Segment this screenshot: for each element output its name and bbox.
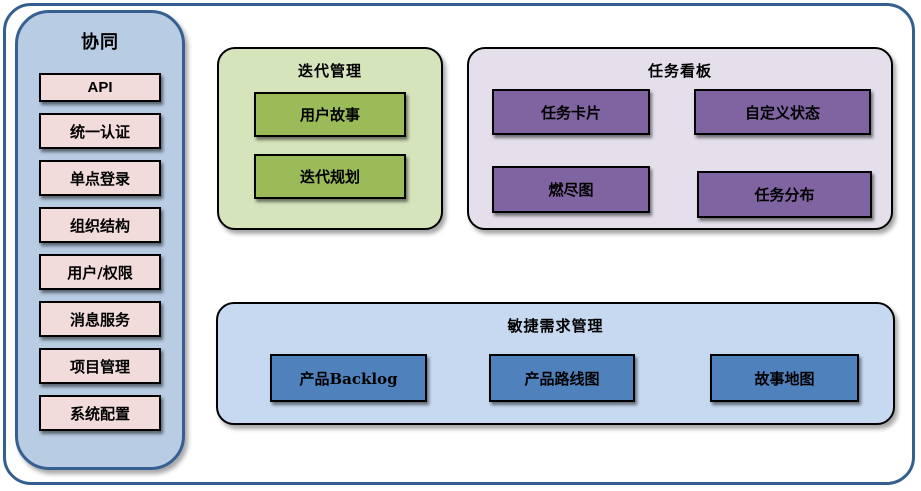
sidebar-box-unified-auth: 统一认证: [39, 113, 161, 149]
sidebar-box-system-config: 系统配置: [39, 395, 161, 431]
iteration-management-title: 迭代管理: [297, 63, 362, 80]
box-task-card: 任务卡片: [492, 89, 650, 135]
sidebar-box-org-structure: 组织结构: [39, 207, 161, 243]
collaboration-items: API 统一认证 单点登录 组织结构 用户/权限 消息服务 项目管理 系统配置: [18, 73, 182, 431]
collaboration-panel: 协同 API 统一认证 单点登录 组织结构 用户/权限 消息服务 项目管理 系统…: [15, 10, 185, 470]
outer-frame: [3, 3, 915, 485]
box-burndown-chart: 燃尽图: [492, 166, 650, 213]
box-custom-status: 自定义状态: [694, 89, 871, 135]
box-story-map: 故事地图: [710, 354, 859, 402]
box-iteration-planning: 迭代规划: [254, 154, 406, 199]
box-product-roadmap: 产品路线图: [489, 354, 635, 402]
box-product-backlog: 产品Backlog: [270, 354, 427, 402]
iteration-management-panel: 迭代管理 用户故事 迭代规划: [217, 47, 443, 230]
task-kanban-panel: 任务看板 任务卡片 自定义状态 燃尽图 任务分布: [467, 47, 893, 230]
task-kanban-title: 任务看板: [647, 63, 712, 80]
box-task-distribution: 任务分布: [697, 171, 872, 218]
agile-requirements-panel: 敏捷需求管理 产品Backlog 产品路线图 故事地图: [216, 302, 895, 425]
box-user-story: 用户故事: [254, 92, 406, 137]
collaboration-panel-title: 协同: [81, 32, 119, 52]
sidebar-box-message-service: 消息服务: [39, 301, 161, 337]
agile-requirements-title: 敏捷需求管理: [507, 318, 604, 335]
sidebar-box-api: API: [39, 73, 161, 102]
sidebar-box-single-sign-on: 单点登录: [39, 160, 161, 196]
sidebar-box-user-permission: 用户/权限: [39, 254, 161, 290]
sidebar-box-project-management: 项目管理: [39, 348, 161, 384]
